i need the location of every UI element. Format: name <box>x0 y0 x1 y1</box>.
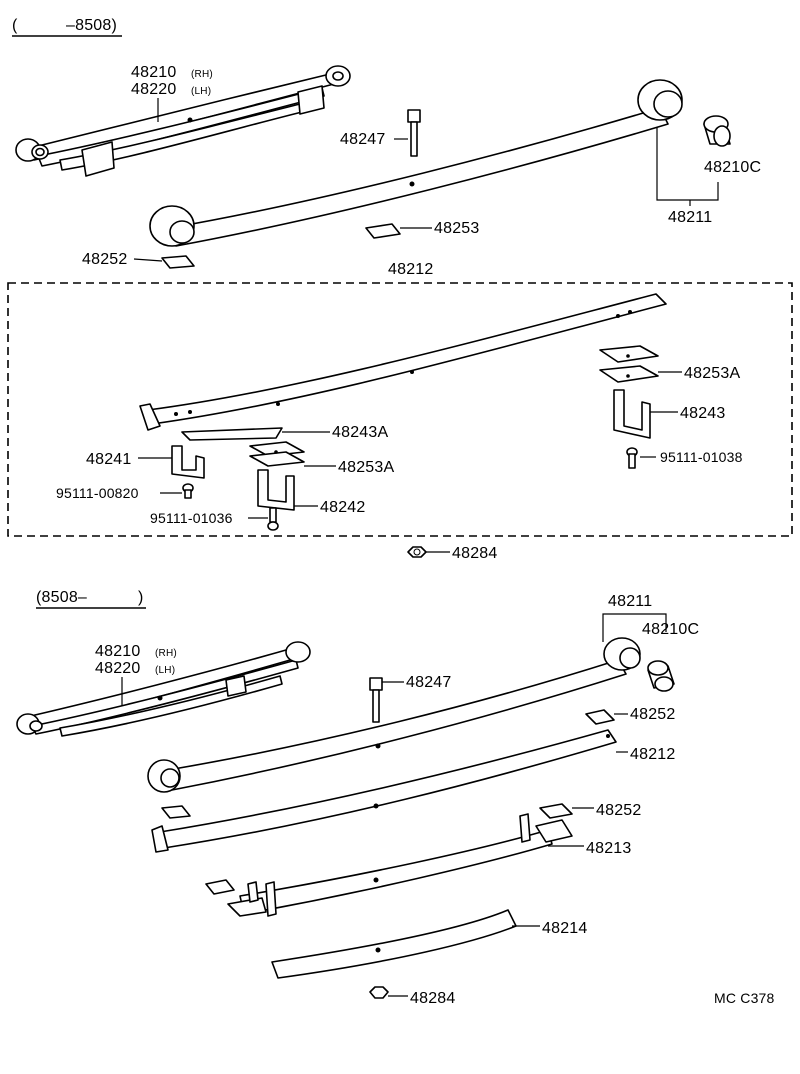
label-48284-early: 48284 <box>452 545 498 562</box>
pad-48252-late-upper <box>585 709 615 725</box>
label-48210-late: 48210 <box>95 643 141 660</box>
label-48212-late: 48212 <box>630 746 676 763</box>
nut-48284-late <box>369 986 389 999</box>
label-95111-00820: 95111-00820 <box>56 485 139 501</box>
label-48210C-early: 48210C <box>704 159 761 176</box>
label-48247-late: 48247 <box>406 674 452 691</box>
center-bolt-48247-late <box>369 677 383 723</box>
second-leaf-48212-early <box>139 293 667 431</box>
main-leaf-48211-early <box>149 79 683 247</box>
label-48210C-late: 48210C <box>642 621 699 638</box>
section-late-range-end: ) <box>138 589 144 606</box>
bolt-95111-01038 <box>626 447 638 469</box>
pad-48252-early <box>161 255 195 269</box>
label-48210-late-rh: (RH) <box>155 648 177 659</box>
label-48253A-center: 48253A <box>338 459 394 476</box>
label-48220-lh: (LH) <box>191 86 211 97</box>
clip-48243 <box>613 389 651 439</box>
clamp-48242 <box>257 469 295 511</box>
label-48242: 48242 <box>320 499 366 516</box>
group-48212-box <box>7 282 793 537</box>
label-48220: 48220 <box>131 81 177 98</box>
label-48284-late: 48284 <box>410 990 456 1007</box>
bracket-48211-early <box>656 128 719 201</box>
clamp-plate-48243A <box>181 427 283 441</box>
label-48243: 48243 <box>680 405 726 422</box>
label-48247-early: 48247 <box>340 131 386 148</box>
pad-48252-late-right <box>539 803 573 819</box>
label-48253A-right: 48253A <box>684 365 740 382</box>
bracket-48211-late <box>602 613 667 642</box>
label-48211-late: 48211 <box>608 593 652 610</box>
label-48213: 48213 <box>586 840 632 857</box>
section-early-range-start: ( <box>12 17 18 34</box>
pad-48253-early <box>365 223 401 239</box>
pad-48213-left <box>205 879 235 895</box>
pads-48253A-right <box>599 345 659 383</box>
label-48220-late-lh: (LH) <box>155 665 175 676</box>
main-leaf-48211-late <box>147 637 641 793</box>
label-95111-01036: 95111-01036 <box>150 510 233 526</box>
label-48212-group: 48212 <box>388 261 434 278</box>
bolt-95111-01036 <box>267 507 279 531</box>
leaf-spring-assembly-late <box>16 641 311 737</box>
section-late-range-start: (8508– <box>36 589 87 606</box>
label-48210: 48210 <box>131 64 177 81</box>
label-48241: 48241 <box>86 451 132 468</box>
bushing-48210C-late <box>647 660 675 692</box>
label-48252-late-right: 48252 <box>596 802 642 819</box>
label-48253-early: 48253 <box>434 220 480 237</box>
label-48243A: 48243A <box>332 424 388 441</box>
section-late: (8508– ) 48210 (RH) 48220 (LH) 48247 482… <box>16 589 775 1007</box>
label-95111-01038: 95111-01038 <box>660 449 743 465</box>
third-leaf-48213 <box>227 813 573 917</box>
leader-48252-early <box>133 258 163 262</box>
pads-48253A-center <box>249 441 305 467</box>
stud-48213-left <box>247 881 259 903</box>
pad-48252-late-left <box>161 805 191 819</box>
label-48220-late: 48220 <box>95 660 141 677</box>
fourth-leaf-48214 <box>271 909 517 979</box>
clip-48241 <box>171 445 205 479</box>
label-48210-rh: (RH) <box>191 69 213 80</box>
label-48211-early: 48211 <box>668 209 712 226</box>
label-48252-early: 48252 <box>82 251 128 268</box>
section-early-range-end: –8508) <box>66 17 117 34</box>
leaf-spring-assembly-early <box>15 65 351 177</box>
bushing-48210C-early <box>703 115 731 147</box>
section-early: ( –8508) 48210 (RH) 48220 (LH) 48247 <box>7 17 793 562</box>
center-bolt-48247-early <box>407 109 421 157</box>
bolt-95111-00820 <box>182 483 194 499</box>
nut-48284-early <box>407 546 427 558</box>
label-48214: 48214 <box>542 920 588 937</box>
label-48252-late-upper: 48252 <box>630 706 676 723</box>
second-leaf-48212-late <box>151 729 617 853</box>
figure-code: MC C378 <box>714 990 775 1006</box>
